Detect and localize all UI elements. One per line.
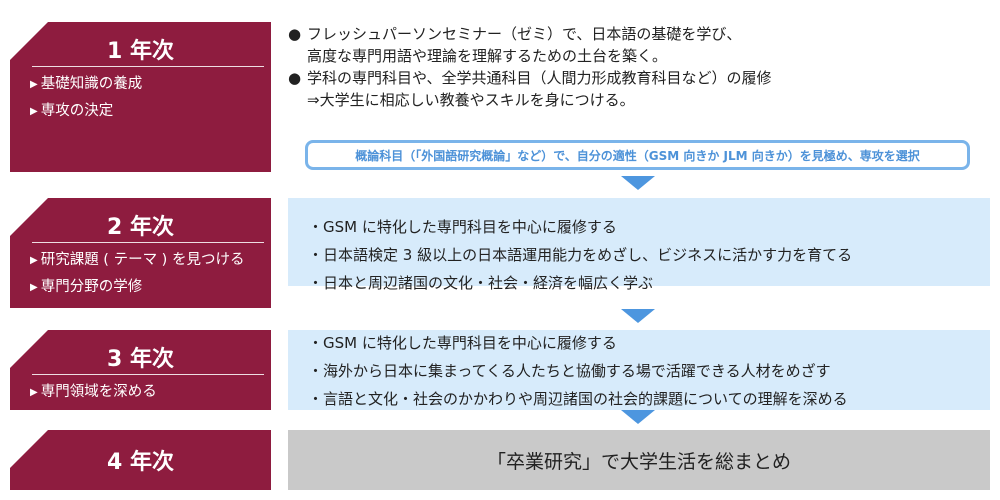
major-selection-highlight: 概論科目（「外国語研究概論」など）で、自分の適性（GSM 向きか JLM 向きか… bbox=[305, 140, 970, 170]
year-3-item: GSM に特化した専門科目を中心に履修する bbox=[308, 329, 848, 357]
year-3-panel: GSM に特化した専門科目を中心に履修する 海外から日本に集まってくる人たちと協… bbox=[288, 330, 990, 410]
year-2-item: 専門分野の学修 bbox=[30, 274, 244, 301]
year-1-item: 基礎知識の養成 bbox=[30, 71, 143, 98]
year-3-item: 専門領域を深める bbox=[30, 379, 157, 406]
year-2-title: 2 年次 bbox=[107, 215, 174, 240]
bullet-dot-icon: ● bbox=[288, 25, 302, 43]
year-2-item: 研究課題 ( テーマ ) を見つける bbox=[30, 247, 245, 274]
year-4-title: 4 年次 bbox=[107, 450, 174, 475]
year-1-title: 1 年次 bbox=[107, 39, 174, 64]
year-2-item: 日本語検定 3 級以上の日本語運用能力をめざし、ビジネスに活かす力を育てる bbox=[308, 241, 852, 269]
year-2-divider bbox=[32, 242, 264, 243]
year-1-box: 1 年次 基礎知識の養成 専攻の決定 bbox=[10, 22, 271, 172]
year-2-panel: GSM に特化した専門科目を中心に履修する 日本語検定 3 級以上の日本語運用能… bbox=[288, 198, 990, 292]
year-3-item: 言語と文化・社会のかかわりや周辺諸国の社会的課題についての理解を深める bbox=[308, 385, 848, 413]
year-2-item: 日本と周辺諸国の文化・社会・経済を幅広く学ぶ bbox=[308, 269, 852, 297]
year-4-box: 4 年次 bbox=[10, 430, 271, 490]
year-2-item: GSM に特化した専門科目を中心に履修する bbox=[308, 213, 852, 241]
year-3-items: 専門領域を深める bbox=[30, 379, 157, 406]
year-2-items: 研究課題 ( テーマ ) を見つける 専門分野の学修 bbox=[30, 247, 245, 301]
year-1-bullet: ●学科の専門科目や、全学共通科目（人間力形成教育科目など）の履修 ⇒大学生に相応… bbox=[288, 69, 772, 109]
down-arrow-icon bbox=[621, 309, 655, 323]
down-arrow-icon bbox=[621, 176, 655, 190]
year-3-item: 海外から日本に集まってくる人たちと協働する場で活躍できる人材をめざす bbox=[308, 357, 848, 385]
year-4-panel: 「卒業研究」で大学生活を総まとめ bbox=[288, 430, 990, 490]
year-1-items: 基礎知識の養成 専攻の決定 bbox=[30, 71, 143, 125]
year-1-divider bbox=[32, 66, 264, 67]
graduation-research-text: 「卒業研究」で大学生活を総まとめ bbox=[486, 450, 791, 473]
year-1-description: ●フレッシュパーソンセミナー（ゼミ）で、日本語の基礎を学び、 高度な専門用語や理… bbox=[288, 23, 772, 111]
down-arrow-icon bbox=[621, 410, 655, 424]
year-3-title: 3 年次 bbox=[107, 347, 174, 372]
year-3-box: 3 年次 専門領域を深める bbox=[10, 330, 271, 410]
bullet-dot-icon: ● bbox=[288, 69, 302, 87]
year-1-bullet: ●フレッシュパーソンセミナー（ゼミ）で、日本語の基礎を学び、 高度な専門用語や理… bbox=[288, 25, 742, 65]
year-1-item: 専攻の決定 bbox=[30, 98, 142, 125]
year-2-box: 2 年次 研究課題 ( テーマ ) を見つける 専門分野の学修 bbox=[10, 198, 271, 308]
year-3-divider bbox=[32, 374, 264, 375]
